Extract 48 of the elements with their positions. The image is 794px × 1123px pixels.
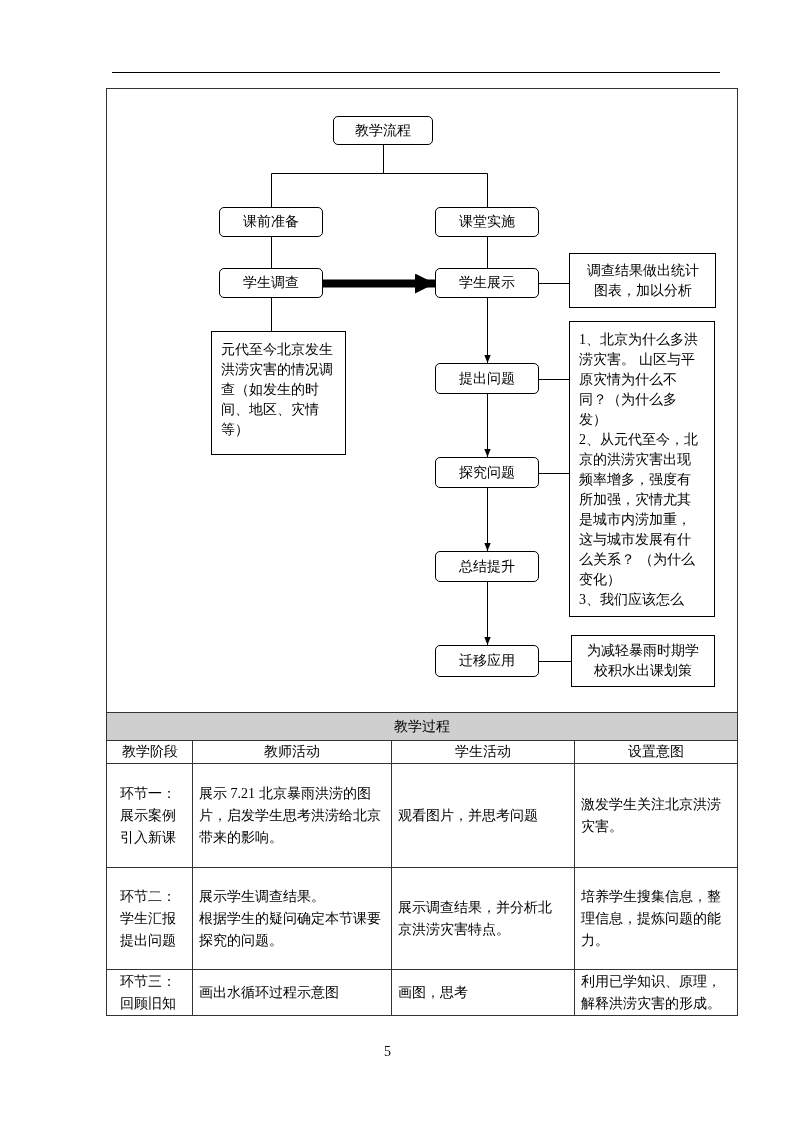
arrow xyxy=(484,581,491,646)
question-text: 3、我们应该怎么 xyxy=(579,591,685,609)
question-text: 2、从元代至今，北京的洪涝灾害出现频率增多，强度有所加强，灾情尤其是城市内涝加重，这与城市发展有什么关系？ （为什么变化） xyxy=(579,431,699,589)
note-box xyxy=(569,321,715,617)
process-box: 探究问题 xyxy=(435,457,539,488)
page-number: 5 xyxy=(384,1042,391,1061)
teacher-activity-text: 展示 7.21 北京暴雨洪涝的图片，启发学生思考洪涝给北京带来的影响。 xyxy=(199,784,382,847)
process-box: 学生展示 xyxy=(435,268,539,298)
connector-line xyxy=(538,283,570,284)
student-activity-text: 观看图片，并思考问题 xyxy=(398,806,538,825)
student-activity-text: 展示调查结果，并分析北京洪涝灾害特点。 xyxy=(398,898,553,939)
teacher-activity-text: 画出水循环过程示意图 xyxy=(199,983,339,1002)
process-box: 总结提升 xyxy=(435,551,539,582)
block-arrow xyxy=(323,273,435,294)
process-box: 迁移应用 xyxy=(435,645,539,677)
process-box: 教学流程 xyxy=(333,116,433,145)
question-text: 1、北京为什么多洪涝灾害。 山区与平原灾情为什么不同？（为什么多发） xyxy=(579,331,699,429)
connector-line xyxy=(538,661,572,662)
stage-text: 环节三：回顾旧知 xyxy=(120,972,177,1013)
process-box: 课前准备 xyxy=(219,207,323,237)
table-title: 教学过程 xyxy=(394,717,450,736)
connector-line xyxy=(538,473,570,474)
note-box: 调查结果做出统计图表，加以分析 xyxy=(569,253,716,308)
process-box: 提出问题 xyxy=(435,363,539,394)
connector-line xyxy=(487,236,488,269)
note-box: 元代至今北京发生洪涝灾害的情况调查（如发生的时间、地区、灾情等） xyxy=(211,331,346,455)
teacher-activity-text: 根据学生的疑问确定本节课要探究的问题。 xyxy=(199,909,382,950)
arrow xyxy=(484,297,491,364)
intent-text: 培养学生搜集信息，整理信息，提炼问题的能力。 xyxy=(581,887,722,950)
arrow xyxy=(484,487,491,552)
connector-line xyxy=(538,379,570,380)
note-box: 为减轻暴雨时期学校积水出课划策 xyxy=(571,635,715,687)
intent-text: 利用已学知识、原理，解释洪涝灾害的形成。 xyxy=(581,972,722,1013)
connector-line xyxy=(271,297,272,332)
column-header: 学生活动 xyxy=(455,743,511,761)
column-header: 设置意图 xyxy=(628,743,684,761)
student-activity-text: 画图，思考 xyxy=(398,983,468,1002)
arrow xyxy=(484,393,491,458)
stage-text: 环节一：展示案例引入新课 xyxy=(120,784,177,847)
process-box: 课堂实施 xyxy=(435,207,539,237)
teacher-activity-text: 展示学生调查结果。 xyxy=(199,887,325,906)
column-header: 教学阶段 xyxy=(121,743,178,761)
connector-line xyxy=(383,144,488,208)
intent-text: 激发学生关注北京洪涝灾害。 xyxy=(581,795,722,836)
stage-text: 环节二：学生汇报提出问题 xyxy=(120,887,177,950)
process-box: 学生调查 xyxy=(219,268,323,298)
column-header: 教师活动 xyxy=(264,743,320,761)
connector-line xyxy=(271,236,272,269)
